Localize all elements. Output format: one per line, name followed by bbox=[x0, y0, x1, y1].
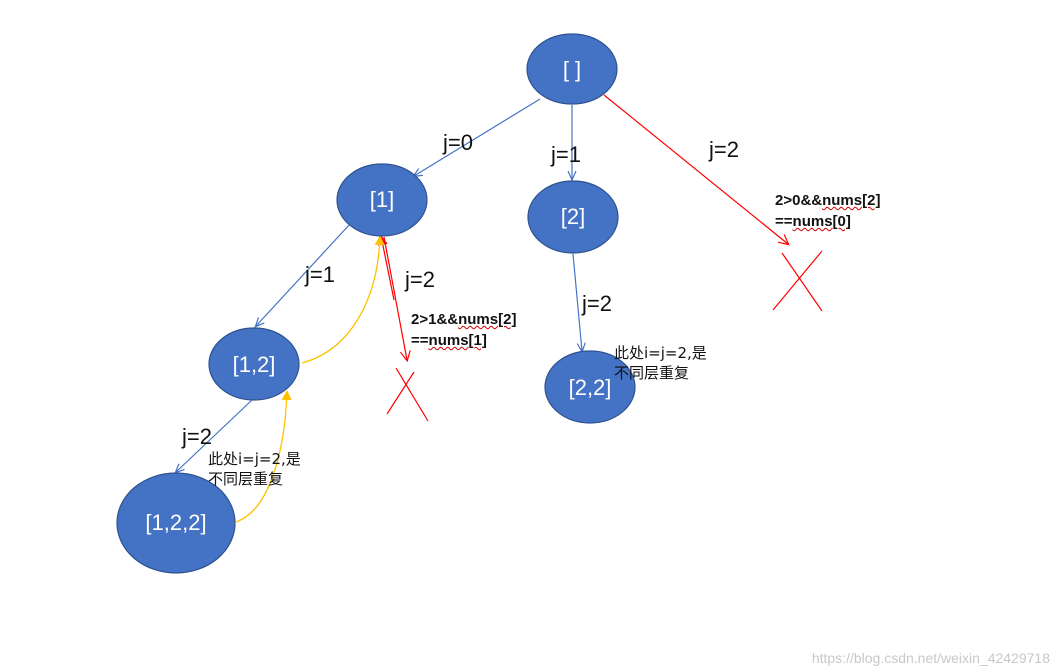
prune-x-mark-root bbox=[772, 250, 823, 312]
node-n22-label: [2,2] bbox=[568, 375, 612, 400]
node-root bbox=[526, 33, 618, 105]
node-n22 bbox=[544, 350, 636, 424]
note-n122: 此处i=j=2,是 不同层重复 bbox=[208, 450, 301, 488]
edge-n1-to-n12 bbox=[256, 223, 351, 326]
edge-label-n1-to-n12: j=1 bbox=[305, 262, 335, 287]
backtrack-curve-n12-to-n1 bbox=[301, 235, 385, 364]
node-n122 bbox=[116, 472, 236, 574]
node-n2 bbox=[527, 180, 619, 254]
edge-root-to-pruned bbox=[603, 94, 788, 244]
node-n1 bbox=[336, 163, 428, 237]
edge-label-root-to-pruned: j=2 bbox=[709, 137, 739, 162]
node-n1-label: [1] bbox=[369, 187, 395, 212]
node-n12 bbox=[208, 327, 300, 401]
edge-label-n2-to-n22: j=2 bbox=[582, 291, 612, 316]
edge-n1-to-pruned bbox=[383, 236, 407, 360]
node-root-label: [ ] bbox=[562, 57, 582, 82]
node-n122-label: [1,2,2] bbox=[145, 510, 207, 535]
backtrack-curve-n122-to-n12 bbox=[235, 390, 292, 523]
edge-label-n12-to-n122: j=2 bbox=[182, 424, 212, 449]
prune-x-mark-n1 bbox=[386, 367, 429, 422]
node-n2-label: [2] bbox=[560, 204, 586, 229]
watermark: https://blog.csdn.net/weixin_42429718 bbox=[811, 650, 1050, 666]
note-n22: 此处i=j=2,是 不同层重复 bbox=[614, 344, 707, 382]
edge-n12-to-n122 bbox=[176, 399, 253, 472]
edge-root-to-n1 bbox=[414, 98, 541, 176]
edge-label-root-to-n2: j=1 bbox=[551, 142, 581, 167]
edge-label-n1-to-pruned: j=2 bbox=[405, 267, 435, 292]
edge-pruned-up-arrow bbox=[377, 235, 395, 301]
prune-condition-root: 2>0&&nums[2] ==nums[0] bbox=[775, 192, 881, 230]
edge-n2-to-n22 bbox=[572, 253, 582, 351]
node-n12-label: [1,2] bbox=[232, 352, 276, 377]
edge-label-root-to-n1: j=0 bbox=[443, 130, 473, 155]
prune-condition-n1: 2>1&&nums[2] ==nums[1] bbox=[411, 311, 517, 349]
